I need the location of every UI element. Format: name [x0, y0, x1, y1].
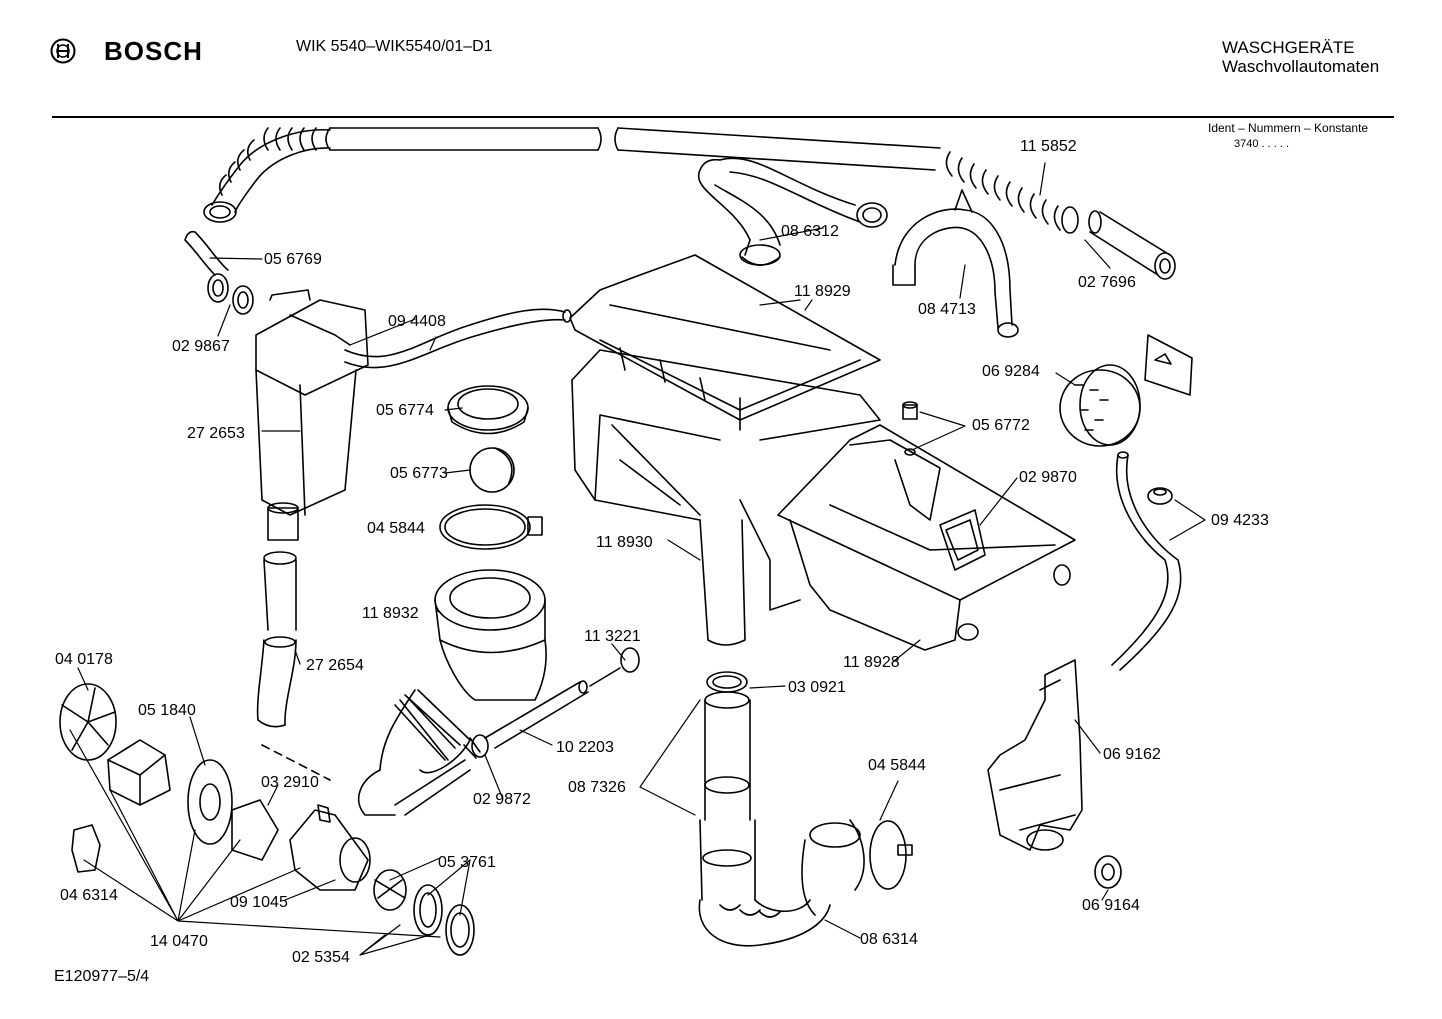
part-label: 05 6774	[376, 402, 434, 419]
cover-drawing	[569, 254, 881, 431]
part-label: 04 0178	[55, 651, 113, 668]
cap-drawing	[902, 401, 918, 456]
mount-bracket-drawing	[987, 659, 1122, 889]
bosch-logo-icon	[50, 38, 76, 69]
bent-hose-drawing	[697, 157, 888, 266]
part-label: 05 6772	[972, 417, 1030, 434]
part-label: 03 0921	[788, 679, 846, 696]
part-label: 02 5354	[292, 949, 350, 966]
leader-lines	[69, 162, 1206, 956]
elbow-and-seals-drawing	[184, 230, 254, 315]
part-label: 06 9164	[1082, 897, 1140, 914]
part-label: 14 0470	[150, 933, 208, 950]
part-label: 27 2654	[306, 657, 364, 674]
hose-connector-drawing	[1088, 210, 1176, 280]
part-label: 11 8929	[794, 283, 851, 300]
part-label: 08 4713	[918, 301, 976, 318]
part-label: 11 8930	[596, 534, 653, 551]
category-title: WASCHGERÄTE	[1222, 38, 1355, 57]
container-drawing	[255, 289, 369, 541]
ident-value: 3740 . . . . .	[1234, 138, 1290, 150]
drain-pipe-drawing	[698, 671, 913, 947]
part-label: 04 5844	[868, 757, 926, 774]
part-label: 11 3221	[584, 628, 641, 645]
part-label: 02 9867	[172, 338, 230, 355]
pipe-drawing	[344, 308, 572, 369]
part-label: 08 6312	[781, 223, 839, 240]
part-label: 02 9872	[473, 791, 531, 808]
part-label: 08 6314	[860, 931, 918, 948]
ident-label: Ident – Nummern – Konstante	[1208, 121, 1369, 135]
part-label: 09 4408	[388, 313, 446, 330]
part-label: 05 6773	[390, 465, 448, 482]
part-label: 09 1045	[230, 894, 288, 911]
hose-09-4233-drawing	[1111, 451, 1182, 671]
part-label: 11 8928	[843, 654, 900, 671]
part-label: 05 6769	[264, 251, 322, 268]
header-divider	[52, 116, 1394, 118]
part-label: 04 6314	[60, 887, 118, 904]
model-number: WIK 5540–WIK5540/01–D1	[296, 38, 493, 55]
pump-assembly-drawing	[59, 683, 475, 956]
part-label: 03 2910	[261, 774, 319, 791]
part-label: 02 7696	[1078, 274, 1136, 291]
part-labels: 11 5852 08 6312 08 4713 02 7696 05 6769 …	[55, 138, 1269, 966]
category-subtitle: Waschvollautomaten	[1222, 57, 1380, 76]
part-label: 05 1840	[138, 702, 196, 719]
rod-drawing	[463, 647, 640, 759]
part-label: 08 7326	[568, 779, 626, 796]
drawer-housing-drawing	[571, 349, 881, 646]
part-label: 27 2653	[187, 425, 245, 442]
hose-bracket-drawing	[892, 189, 1019, 338]
part-label: 05 3761	[438, 854, 496, 871]
hose-27-2654-drawing	[256, 551, 331, 781]
drawing-number: E120977–5/4	[54, 968, 150, 985]
part-label: 06 9162	[1103, 746, 1161, 763]
seal-ball-clamp-drawing	[439, 385, 543, 550]
part-label: 11 5852	[1020, 138, 1077, 155]
part-label: 02 9870	[1019, 469, 1077, 486]
brand-name: BOSCH	[104, 36, 203, 66]
sump-drawing	[357, 569, 547, 816]
part-label: 11 8932	[362, 605, 419, 622]
part-label: 06 9284	[982, 363, 1040, 380]
part-label: 04 5844	[367, 520, 425, 537]
drawer-drawing	[777, 424, 1076, 651]
drain-hose-drawing	[203, 127, 1079, 234]
part-label: 09 4233	[1211, 512, 1269, 529]
part-label: 10 2203	[556, 739, 614, 756]
pressure-switch-drawing	[1059, 334, 1193, 447]
